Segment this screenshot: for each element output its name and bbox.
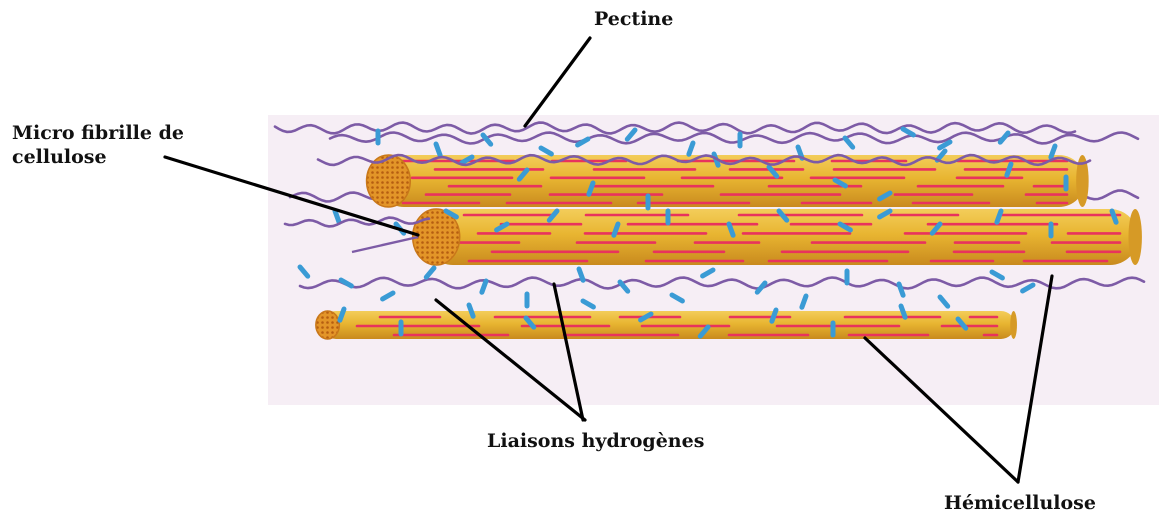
cellulose-microfibril-bottom [316,311,1017,339]
hemicellulose-label: Hémicellulose [944,492,1096,516]
micro-fibrille-label-line1: Micro fibrille de [12,122,184,146]
micro-fibrille-label: Micro fibrille de cellulose [12,122,184,170]
micro-fibrille-label-line2: cellulose [12,146,184,170]
liaisons-hydrogenes-label: Liaisons hydrogènes [487,430,704,454]
cellulose-microfibril-middle [413,209,1142,265]
fibril-right-end [1010,311,1017,339]
fibril-end [316,311,340,339]
pectine-leader [525,38,590,126]
fibril-right-end [1128,209,1141,265]
pectine-label: Pectine [594,8,673,32]
